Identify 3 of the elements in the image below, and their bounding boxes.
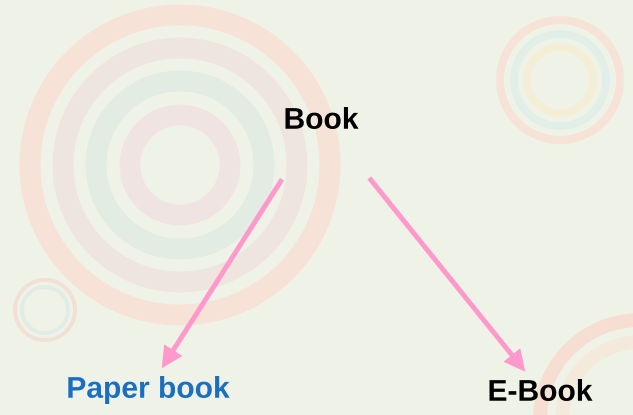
node-label: Paper book [68,376,230,404]
node-label: Book [286,106,359,130]
node-label: E-Book [490,378,593,401]
